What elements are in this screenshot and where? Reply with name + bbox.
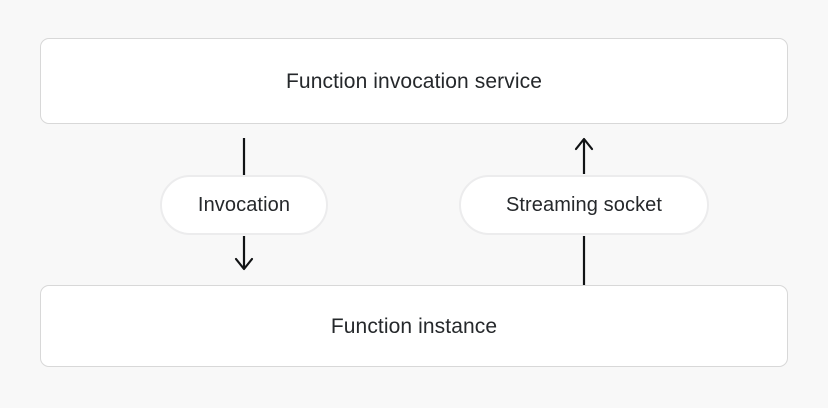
node-label-streaming-socket: Streaming socket: [505, 194, 663, 216]
arrowhead-up-icon: [574, 137, 594, 151]
node-function-instance: Function instance: [40, 285, 788, 367]
node-label-function-invocation-service: Function invocation service: [286, 69, 542, 93]
node-function-invocation-service: Function invocation service: [40, 38, 788, 124]
node-streaming-socket: Streaming socket: [459, 175, 709, 235]
node-label-function-instance: Function instance: [330, 314, 498, 338]
node-invocation: Invocation: [160, 175, 328, 235]
arrowhead-down-icon: [234, 257, 254, 271]
node-label-invocation: Invocation: [197, 194, 291, 216]
